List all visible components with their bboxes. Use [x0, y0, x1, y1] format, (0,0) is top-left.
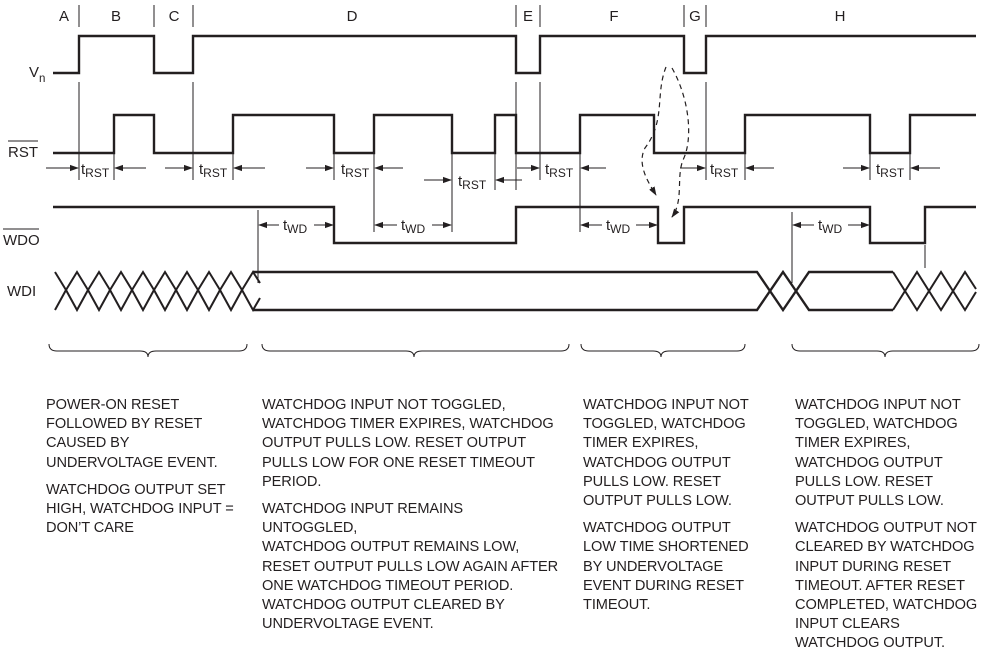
interval-label-a: A	[59, 8, 69, 25]
brace-h	[791, 343, 980, 358]
description-h: WATCHDOG INPUT NOT TOGGLED, WATCHDOG TIM…	[795, 396, 983, 662]
t-wd-annotation-4: tWD	[792, 217, 870, 236]
t-rst-annotation-5: tRST	[517, 161, 606, 180]
brace-cde	[261, 343, 570, 358]
t-wd-annotation-1: tWD	[258, 217, 334, 236]
interval-label-b: B	[111, 8, 121, 25]
interval-label-g: G	[689, 8, 701, 25]
vn-waveform	[53, 34, 976, 75]
wdo-waveform	[53, 205, 976, 245]
description-cde: WATCHDOG INPUT NOT TOGGLED, WATCHDOG TIM…	[262, 396, 562, 642]
description-fg: WATCHDOG INPUT NOT TOGGLED, WATCHDOG TIM…	[583, 396, 768, 623]
reference-lines	[78, 82, 926, 283]
description-ab: POWER-ON RESET FOLLOWED BY RESET CAUSED …	[46, 396, 251, 546]
interval-label-e: E	[523, 8, 533, 25]
t-rst-label: tRST	[341, 161, 370, 180]
signal-label-wdi: WDI	[7, 283, 36, 300]
t-wd-annotation-2: tWD	[374, 217, 452, 236]
description-paragraph: POWER-ON RESET FOLLOWED BY RESET CAUSED …	[46, 397, 218, 471]
t-wd-label: tWD	[283, 217, 307, 236]
wdi-waveform	[54, 269, 977, 313]
description-paragraph: WATCHDOG INPUT NOT TOGGLED, WATCHDOG TIM…	[583, 397, 749, 510]
signal-label-vn: Vn	[29, 64, 45, 85]
description-paragraph: WATCHDOG INPUT NOT TOGGLED, WATCHDOG TIM…	[262, 397, 554, 490]
t-wd-label: tWD	[401, 217, 425, 236]
signal-label-wdo: WDO	[3, 232, 40, 249]
interval-dividers	[78, 5, 707, 27]
description-paragraph: WATCHDOG OUTPUT SET HIGH, WATCHDOG INPUT…	[46, 481, 234, 537]
description-paragraph: WATCHDOG OUTPUT LOW TIME SHORTENED BY UN…	[583, 520, 749, 614]
brace-fg	[580, 343, 746, 358]
interval-label-f: F	[609, 8, 618, 25]
description-paragraph: WATCHDOG INPUT REMAINS UNTOGGLED, WATCHD…	[262, 501, 559, 633]
t-wd-label: tWD	[818, 217, 842, 236]
t-rst-annotation-3: tRST	[306, 161, 403, 180]
description-paragraph: WATCHDOG INPUT NOT TOGGLED, WATCHDOG TIM…	[795, 397, 961, 510]
t-rst-label: tRST	[199, 161, 228, 180]
interval-labels: A B C D E F G H	[59, 8, 845, 25]
t-rst-annotation-1: tRST	[46, 161, 146, 180]
interval-braces	[48, 343, 980, 358]
t-rst-annotation-7: tRST	[843, 161, 940, 180]
t-wd-annotation-3: tWD	[580, 217, 658, 236]
causality-arrows	[641, 66, 690, 218]
t-rst-annotation-2: tRST	[165, 161, 265, 180]
interval-label-c: C	[169, 8, 180, 25]
description-paragraph: WATCHDOG OUTPUT NOT CLEARED BY WATCHDOG …	[795, 520, 978, 652]
interval-label-h: H	[835, 8, 846, 25]
signal-label-rst: RST	[8, 144, 38, 161]
t-rst-label: tRST	[545, 161, 574, 180]
t-wd-label: tWD	[606, 217, 630, 236]
brace-ab	[48, 343, 248, 358]
t-rst-label: tRST	[81, 161, 110, 180]
t-rst-annotation-6: tRST	[680, 161, 774, 180]
t-rst-annotation-4: tRST	[424, 173, 522, 192]
t-rst-label: tRST	[876, 161, 905, 180]
t-rst-label: tRST	[710, 161, 739, 180]
interval-label-d: D	[347, 8, 358, 25]
t-rst-label: tRST	[458, 173, 487, 192]
rst-waveform	[53, 113, 976, 155]
